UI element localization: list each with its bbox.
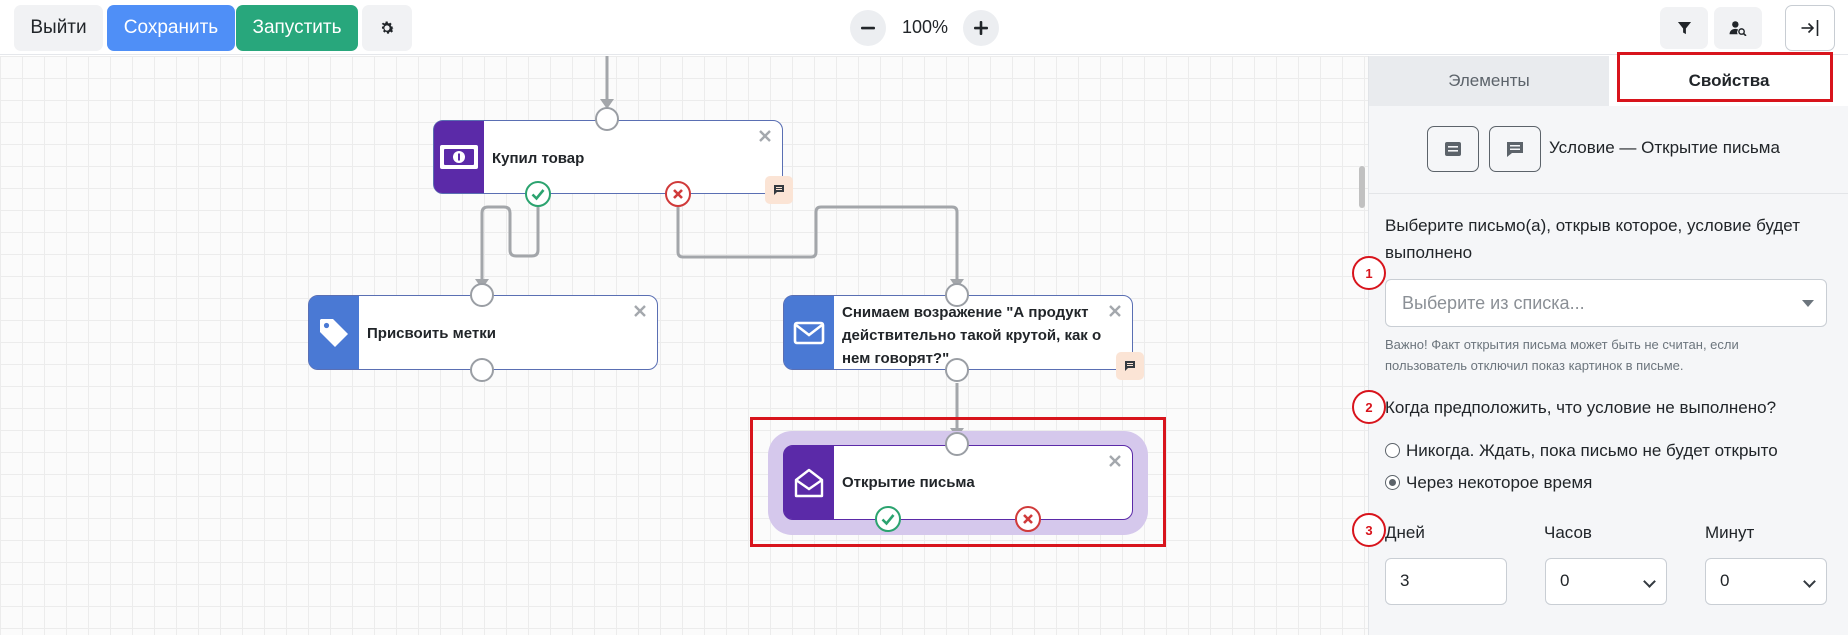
x-icon <box>673 189 683 199</box>
radio-never[interactable] <box>1385 443 1400 458</box>
node-bought-comment-badge[interactable] <box>765 176 793 204</box>
node-send-email[interactable]: Снимаем возражение "А продукт действител… <box>783 295 1133 370</box>
radio-after-time[interactable] <box>1385 475 1400 490</box>
tag-icon <box>320 318 348 347</box>
hint-text: Важно! Факт открытия письма может быть н… <box>1385 334 1825 376</box>
minutes-value: 0 <box>1720 571 1730 590</box>
node-email-input-port[interactable] <box>945 283 969 307</box>
step-marker-1: 1 <box>1352 256 1386 290</box>
select-label-line2: выполнено <box>1385 243 1473 262</box>
zoom-in-button[interactable] <box>963 10 999 46</box>
select-label-line1: Выберите письмо(а), открыв которое, усло… <box>1385 216 1800 235</box>
money-icon <box>440 145 478 169</box>
check-icon <box>531 189 545 201</box>
email-select-placeholder: Выберите из списка... <box>1402 293 1585 313</box>
x-icon <box>1023 514 1033 524</box>
node-email-opened[interactable]: Открытие письма <box>783 445 1133 520</box>
email-select[interactable]: Выберите из списка... <box>1385 279 1827 327</box>
close-icon[interactable] <box>1108 454 1122 468</box>
filter-button[interactable] <box>1660 7 1708 49</box>
radio-never-label[interactable]: Никогда. Ждать, пока письмо не будет отк… <box>1406 441 1778 460</box>
zoom-out-button[interactable] <box>850 10 886 46</box>
condition-title: Условие — Открытие письма <box>1549 138 1780 157</box>
minus-icon <box>861 26 875 30</box>
settings-button[interactable] <box>362 5 412 51</box>
node-open-no-port[interactable] <box>1015 506 1041 532</box>
exit-button[interactable]: Выйти <box>14 5 103 51</box>
user-search-button[interactable] <box>1714 7 1762 49</box>
node-email-band <box>784 296 834 369</box>
days-input[interactable]: 3 <box>1385 558 1507 605</box>
close-icon[interactable] <box>633 304 647 318</box>
node-email-title-line2: действительно такой крутой, как о <box>842 327 1102 344</box>
hours-value: 0 <box>1560 571 1570 590</box>
comment-button[interactable] <box>1489 126 1541 172</box>
node-bought-input-port[interactable] <box>595 107 619 131</box>
hours-select[interactable]: 0 <box>1545 558 1667 605</box>
node-open-band <box>784 446 834 519</box>
comment-icon <box>1125 361 1135 371</box>
properties-panel: Элементы Свойства Условие — Открытие пис… <box>1352 52 1848 635</box>
select-label: Выберите письмо(а), открыв которое, усло… <box>1385 212 1835 266</box>
close-icon[interactable] <box>758 129 772 143</box>
node-bought-product[interactable]: Купил товар <box>433 120 783 194</box>
question-label: Когда предположить, что условие не выпол… <box>1385 398 1777 417</box>
run-button[interactable]: Запустить <box>236 5 358 51</box>
note-icon <box>1445 142 1461 156</box>
node-open-input-port[interactable] <box>945 432 969 456</box>
annotation-frame-node <box>750 417 1166 547</box>
node-email-title: Снимаем возражение "А продукт действител… <box>842 301 1112 370</box>
top-toolbar: Выйти Сохранить Запустить 100% <box>0 0 1848 55</box>
node-tags-input-port[interactable] <box>470 283 494 307</box>
days-label: Дней <box>1385 523 1425 542</box>
panel-divider <box>1369 193 1848 194</box>
chevron-down-icon <box>1803 575 1816 588</box>
tab-properties[interactable]: Свойства <box>1609 56 1848 106</box>
minutes-label: Минут <box>1705 523 1755 542</box>
canvas-scrollbar[interactable] <box>1359 166 1365 208</box>
node-tags-title: Присвоить метки <box>367 325 496 342</box>
node-open-yes-port[interactable] <box>875 506 901 532</box>
envelope-open-icon <box>794 468 824 497</box>
step-marker-2: 2 <box>1352 390 1386 424</box>
hours-label: Часов <box>1544 523 1592 542</box>
node-email-comment-badge[interactable] <box>1116 352 1144 380</box>
annotation-frame-tab <box>1617 52 1833 102</box>
hint-line1: Важно! Факт открытия письма может быть н… <box>1385 337 1739 352</box>
node-tags-band <box>309 296 359 369</box>
close-icon[interactable] <box>1108 304 1122 318</box>
tab-elements[interactable]: Элементы <box>1369 56 1609 106</box>
plus-icon <box>974 21 988 35</box>
chevron-down-icon <box>1643 575 1656 588</box>
comment-icon <box>1507 141 1523 157</box>
save-button[interactable]: Сохранить <box>107 5 235 51</box>
radio-after-time-label[interactable]: Через некоторое время <box>1406 473 1593 492</box>
node-email-title-line3: нем говорят?" <box>842 350 950 367</box>
connection-lines <box>475 56 964 438</box>
step-marker-3: 3 <box>1352 513 1386 547</box>
gear-icon <box>381 21 395 34</box>
days-value: 3 <box>1400 571 1410 590</box>
minutes-select[interactable]: 0 <box>1705 558 1827 605</box>
comment-icon <box>774 185 784 195</box>
node-bought-band <box>434 121 484 193</box>
panel-collapse-icon <box>1801 20 1819 36</box>
note-button[interactable] <box>1427 126 1479 172</box>
node-email-output-port[interactable] <box>945 358 969 382</box>
hint-line2: пользователь отключил показ картинок в п… <box>1385 358 1684 373</box>
node-open-title: Открытие письма <box>842 474 975 491</box>
node-bought-title: Купил товар <box>492 150 585 167</box>
node-email-title-line1: Снимаем возражение "А продукт <box>842 304 1089 321</box>
collapse-panel-button[interactable] <box>1785 5 1835 51</box>
chevron-down-icon <box>1802 300 1814 307</box>
node-bought-yes-port[interactable] <box>525 181 551 207</box>
envelope-icon <box>793 321 825 344</box>
node-bought-no-port[interactable] <box>665 181 691 207</box>
user-search-icon <box>1729 21 1747 36</box>
zoom-level: 100% <box>901 17 949 37</box>
check-icon <box>881 514 895 526</box>
filter-icon <box>1677 21 1691 34</box>
node-tags-output-port[interactable] <box>470 358 494 382</box>
